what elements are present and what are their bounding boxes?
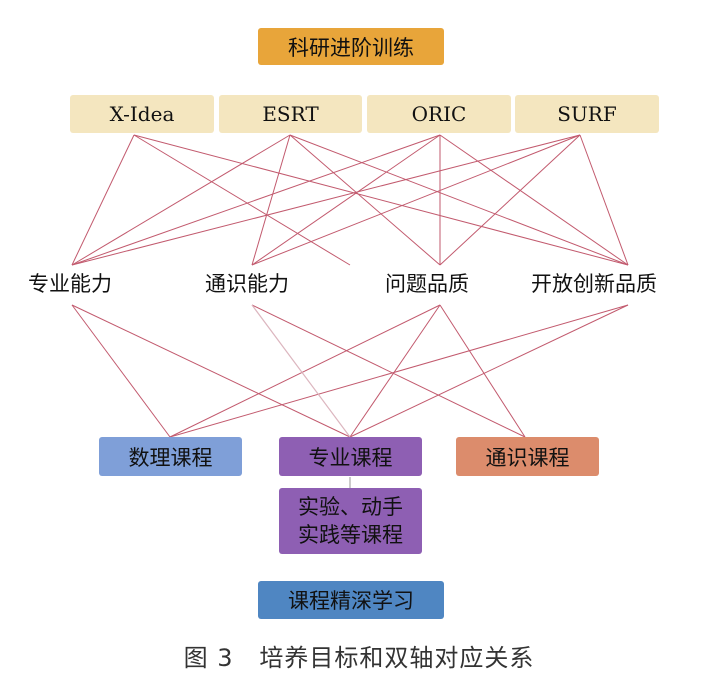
course-box-math: 数理课程: [99, 437, 242, 476]
ability-professional: 专业能力: [28, 272, 112, 296]
figure-caption: 图 3 培养目标和双轴对应关系: [183, 644, 535, 672]
program-label: ORIC: [411, 102, 467, 126]
top-title: 科研进阶训练: [288, 35, 414, 60]
top-title-box: 科研进阶训练: [258, 28, 444, 65]
program-box-esrt: ESRT: [219, 95, 362, 133]
ability-course-links: [71, 304, 629, 438]
ability-general: 通识能力: [205, 272, 289, 296]
course-label: 数理课程: [128, 445, 213, 470]
program-box-x-idea: X-Idea: [70, 95, 214, 133]
course-box-major: 专业课程: [279, 437, 422, 476]
practice-course-box: 实验、动手 实践等课程: [279, 488, 422, 554]
program-ability-links: [71, 134, 629, 266]
faint-link: [251, 304, 351, 438]
bottom-title: 课程精深学习: [288, 589, 414, 613]
practice-line-1: 实验、动手: [298, 494, 403, 519]
ability-open-innovation: 开放创新品质: [531, 272, 657, 296]
program-label: SURF: [557, 102, 617, 126]
practice-line-2: 实践等课程: [298, 523, 403, 547]
program-label: ESRT: [262, 102, 319, 126]
course-box-general: 通识课程: [456, 437, 599, 476]
program-box-oric: ORIC: [367, 95, 511, 133]
program-label: X-Idea: [109, 102, 175, 126]
ability-problem-quality: 问题品质: [385, 272, 469, 296]
course-label: 通识课程: [485, 445, 570, 470]
program-box-surf: SURF: [515, 95, 659, 133]
course-label: 专业课程: [308, 445, 393, 470]
bottom-title-box: 课程精深学习: [258, 581, 444, 619]
